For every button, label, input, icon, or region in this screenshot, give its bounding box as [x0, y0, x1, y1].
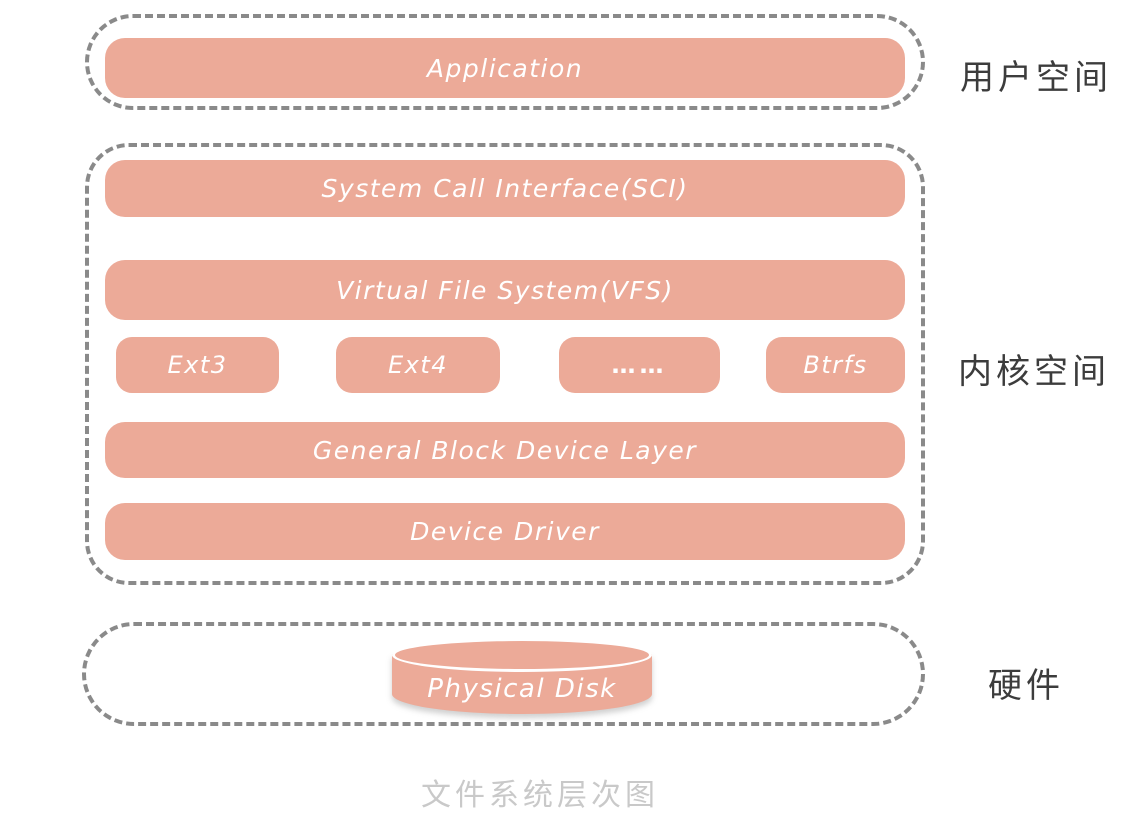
layer-device-driver: Device Driver — [105, 503, 905, 560]
layer-application: Application — [105, 38, 905, 98]
filesystem-ellipsis: …… — [559, 337, 720, 393]
physical-disk-cylinder: Physical Disk — [392, 638, 652, 718]
diagram-caption: 文件系统层次图 — [421, 778, 659, 813]
group-hardware: Physical Disk — [82, 622, 925, 726]
filesystem-ext3: Ext3 — [116, 337, 279, 393]
group-user-space: Application — [85, 14, 925, 110]
side-label-user-space: 用户空间 — [960, 58, 1112, 98]
filesystem-btrfs: Btrfs — [766, 337, 905, 393]
side-label-kernel-space: 内核空间 — [958, 352, 1110, 392]
group-kernel-space: System Call Interface(SCI) Virtual File … — [85, 143, 925, 585]
layer-general-block-device: General Block Device Layer — [105, 422, 905, 478]
disk-cylinder-top-ellipse — [392, 638, 652, 672]
filesystem-ext4: Ext4 — [336, 337, 500, 393]
physical-disk-label: Physical Disk — [427, 674, 617, 704]
layer-virtual-file-system: Virtual File System(VFS) — [105, 260, 905, 320]
layer-system-call-interface: System Call Interface(SCI) — [105, 160, 905, 217]
side-label-hardware: 硬件 — [988, 666, 1064, 706]
